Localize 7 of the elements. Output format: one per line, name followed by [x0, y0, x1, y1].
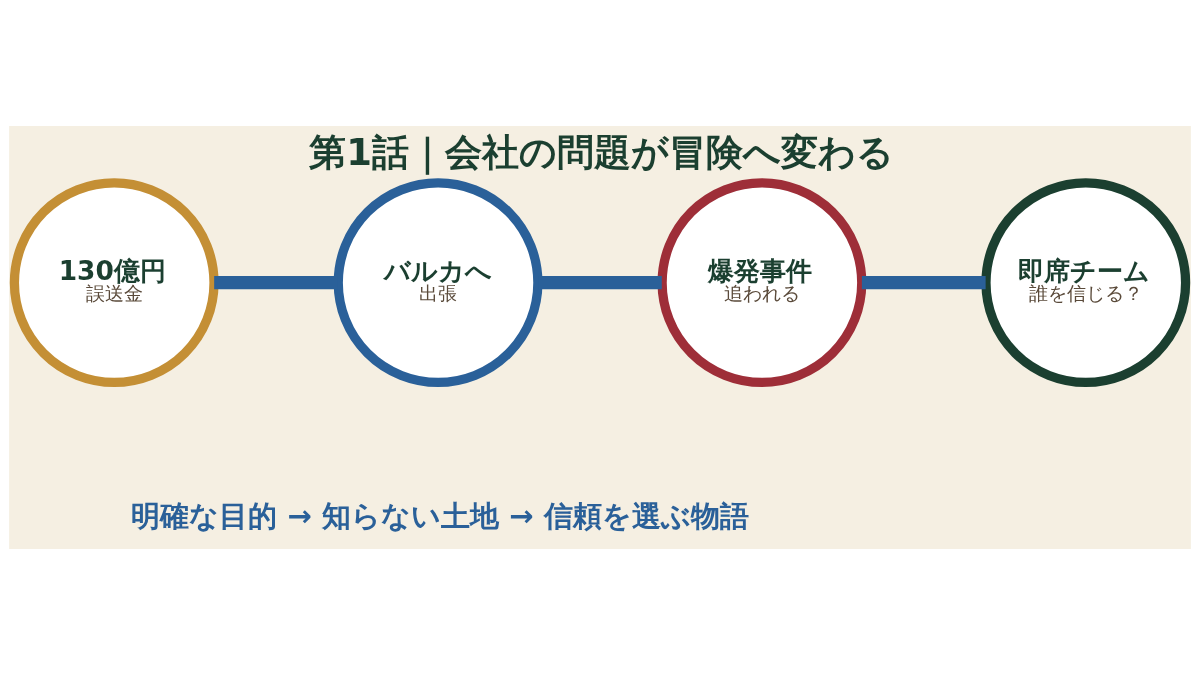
node-circle: バルカへ 出張	[333, 178, 543, 388]
label: 明確な目的 → 知らない土地 → 信頼を選ぶ物語	[131, 499, 749, 533]
connector	[861, 276, 986, 290]
node-circle: 爆発事件 追われる	[657, 178, 867, 388]
node-circle: 130億円 誤送金	[9, 178, 219, 388]
diagram-title: 第1話｜会社の問題が冒険へ変わる	[309, 130, 894, 174]
node-circle: 即席チーム 誰を信じる？	[981, 178, 1191, 388]
